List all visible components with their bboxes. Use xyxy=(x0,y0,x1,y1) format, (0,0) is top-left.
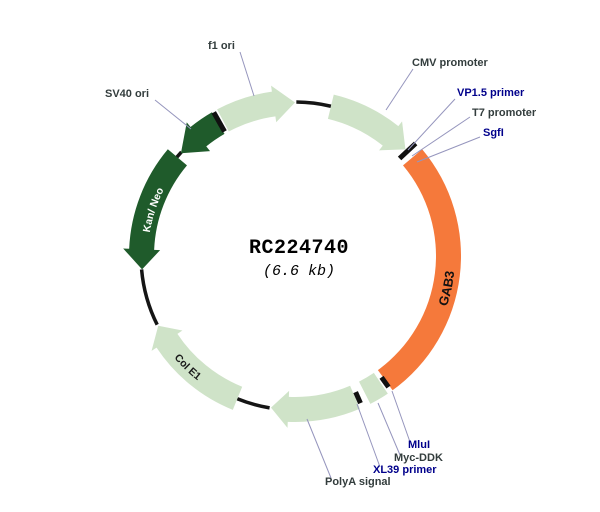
label-mlui-site: MluI xyxy=(408,439,430,451)
feature-polya-region xyxy=(270,385,360,428)
leader-xl39-primer xyxy=(356,403,381,468)
tick-xl39 xyxy=(353,391,363,405)
construct-name: RC224740 xyxy=(248,237,349,260)
tick-mlui xyxy=(379,375,391,389)
feature-gab3 xyxy=(377,149,461,391)
label-sv40-ori: SV40 ori xyxy=(105,88,150,100)
leader-sgfi-site xyxy=(416,136,481,163)
leader-cmv-promoter xyxy=(385,68,414,111)
construct-size: (6.6 kb) xyxy=(262,263,335,280)
tick-sgfi xyxy=(397,141,418,161)
leader-myc-ddk xyxy=(377,402,401,456)
backbone-bottom-left xyxy=(236,397,270,410)
plasmid-title-block: RC224740 (6.6 kb) xyxy=(213,237,385,280)
feature-cmv-promoter xyxy=(327,94,406,151)
label-xl39-primer: XL39 primer xyxy=(373,464,437,476)
label-polya-signal: PolyA signal xyxy=(325,476,391,488)
label-cmv-promoter: CMV promoter xyxy=(412,57,488,69)
leader-t7-promoter xyxy=(411,116,471,157)
label-sgfi-site: SgfI xyxy=(483,127,504,139)
leader-vp15-primer xyxy=(407,98,456,151)
feature-col-e1 xyxy=(151,325,243,410)
leader-mlui-site xyxy=(391,390,411,443)
backbone-left xyxy=(139,269,159,326)
leader-polya-signal xyxy=(306,418,332,479)
feature-kan-neo xyxy=(123,149,187,270)
feature-myc-ddk xyxy=(359,372,388,404)
label-vp15-primer: VP1.5 primer xyxy=(457,87,525,99)
label-f1-ori: f1 ori xyxy=(208,40,235,52)
tick-sv40-f1 xyxy=(211,111,227,133)
label-myc-ddk: Myc-DDK xyxy=(394,452,443,464)
backbone-top xyxy=(296,100,332,108)
leader-f1-ori xyxy=(239,51,255,97)
feature-f1-ori xyxy=(217,85,295,132)
label-t7-promoter: T7 promoter xyxy=(472,107,537,119)
leader-sv40-ori xyxy=(154,99,192,130)
feature-sv40-ori xyxy=(180,112,225,154)
